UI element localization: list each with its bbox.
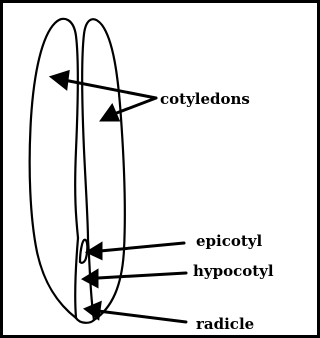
hypocotyl-arrow-line <box>98 273 186 278</box>
left-cotyledon-outline <box>30 19 78 318</box>
cotyledon-arrowhead-1 <box>52 72 68 88</box>
hypocotyl-arrowhead <box>84 271 97 286</box>
epicotyl-arrow-line <box>100 243 184 251</box>
cotyledon-arrowhead-2 <box>102 106 118 120</box>
cotyledon-arrows <box>52 72 156 120</box>
epicotyl-shape <box>80 240 87 263</box>
label-cotyledons: cotyledons <box>160 90 250 108</box>
label-radicle: radicle <box>196 315 254 333</box>
radicle-arrow <box>86 303 186 322</box>
embryo-axis-left <box>75 238 78 318</box>
epicotyl-arrow <box>88 243 184 258</box>
label-hypocotyl: hypocotyl <box>193 262 274 280</box>
radicle-arrow-line <box>98 311 186 322</box>
embryo-base <box>76 318 94 323</box>
label-epicotyl: epicotyl <box>196 232 263 250</box>
radicle-arrowhead <box>86 303 100 318</box>
hypocotyl-arrow <box>84 271 186 286</box>
